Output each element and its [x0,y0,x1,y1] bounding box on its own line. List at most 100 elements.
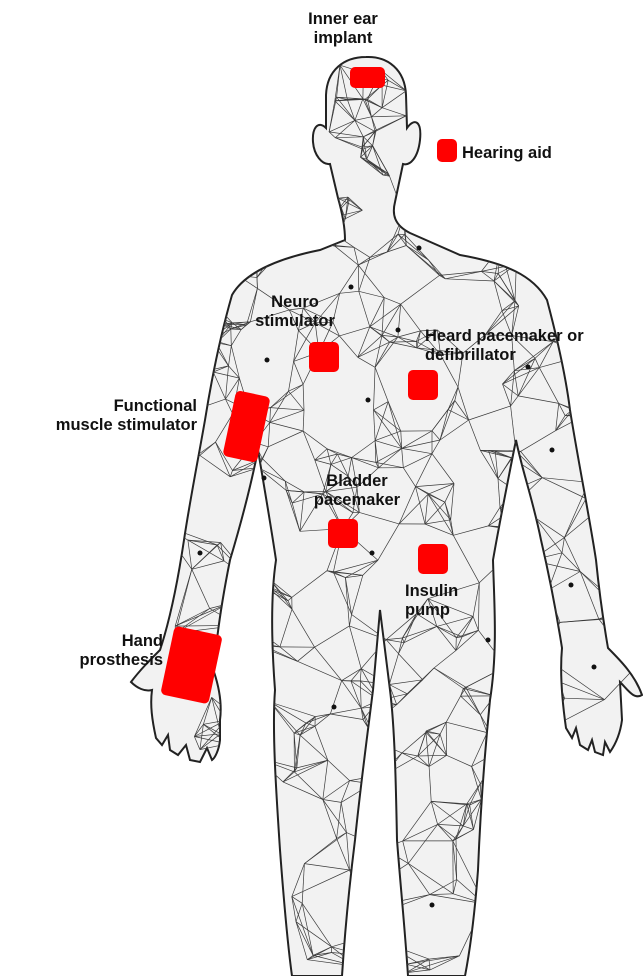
mesh-line [350,870,373,898]
label-heart-pacemaker: Heard pacemaker or defibrillator [425,327,584,365]
mesh-line [174,450,198,455]
mesh-line [528,635,544,676]
mesh-line [501,750,542,759]
mesh-line [162,440,170,442]
mesh-node [370,551,375,556]
mesh-line [256,240,282,245]
mesh-line [586,482,589,498]
mesh-line [609,609,625,619]
mesh-line [534,632,550,640]
mesh-line [602,418,610,448]
mesh-line [170,440,174,449]
mesh-line [228,744,257,758]
mesh-line [609,405,630,417]
mesh-line [251,626,258,646]
mesh-line [501,736,534,750]
mesh-line [544,664,554,676]
mesh-line [170,450,174,462]
mesh-line [373,885,376,898]
mesh-line [254,583,266,585]
mesh-line [625,609,627,618]
marker-neuro-stimulator [309,342,339,372]
label-neuro-stimulator: Neuro stimulator [235,293,355,331]
mesh-line [513,528,532,561]
mesh-line [282,240,330,245]
mesh-node [396,328,401,333]
mesh-line [169,366,213,372]
mesh-line [573,405,631,410]
mesh-line [256,240,282,256]
mesh-line [357,885,376,890]
mesh-line [231,329,232,346]
mesh-line [606,331,618,344]
mesh-line [528,632,533,635]
mesh-line [513,509,515,528]
mesh-line [524,635,528,666]
mesh-line [504,559,532,560]
mesh-line [332,226,340,237]
mesh-line [228,725,247,744]
mesh-line [502,662,524,667]
mesh-line [573,410,588,414]
mesh-line [586,339,608,355]
mesh-node [198,551,203,556]
mesh-line [587,414,609,417]
mesh-line [515,509,516,529]
mesh-line [502,635,528,662]
mesh-node [265,358,270,363]
mesh-line [602,447,622,490]
mesh-line [573,410,602,447]
label-insulin-pump: Insulin pump [405,582,458,620]
mesh-line [238,625,257,645]
mesh-line [493,666,524,673]
mesh-line [513,518,536,528]
mesh-line [586,491,621,499]
mesh-line [357,939,359,967]
marker-heart-pacemaker [408,370,438,400]
mesh-line [573,410,610,418]
mesh-line [550,640,554,663]
mesh-line [379,927,382,942]
mesh-line [247,702,271,725]
mesh-line [592,304,618,344]
mesh-line [372,774,386,784]
mesh-line [227,604,251,626]
marker-insulin-pump [418,544,448,574]
mesh-line [221,734,228,744]
mesh-line [513,506,536,518]
mesh-line [282,240,283,248]
mesh-line [586,331,607,355]
mesh-line [160,480,174,525]
label-hearing-aid: Hearing aid [462,144,552,163]
mesh-line [504,528,513,560]
mesh-node [366,398,371,403]
mesh-line [226,720,228,744]
mesh-line [513,506,515,529]
mesh-line [255,642,258,646]
mesh-line [504,509,514,529]
mesh-line [256,245,284,249]
mesh-line [169,365,170,366]
mesh-line [357,890,373,898]
mesh-node [262,476,267,481]
mesh-line [373,898,377,906]
mesh-line [534,698,565,736]
mesh-line [586,343,618,355]
mesh-line [256,249,283,256]
mesh-line [524,632,534,666]
mesh-line [376,906,386,911]
mesh-line [350,870,376,885]
mesh-line [357,890,386,911]
mesh-line [528,635,550,641]
mesh-line [247,725,257,757]
mesh-line [500,507,513,527]
mesh-line [169,340,210,367]
mesh-line [480,759,541,783]
marker-inner-ear-implant [350,67,385,88]
mesh-line [162,443,170,463]
mesh-line [221,725,247,734]
mesh-line [170,440,198,454]
mesh-line [609,418,621,491]
mesh-line [495,662,503,696]
mesh-node [486,638,491,643]
